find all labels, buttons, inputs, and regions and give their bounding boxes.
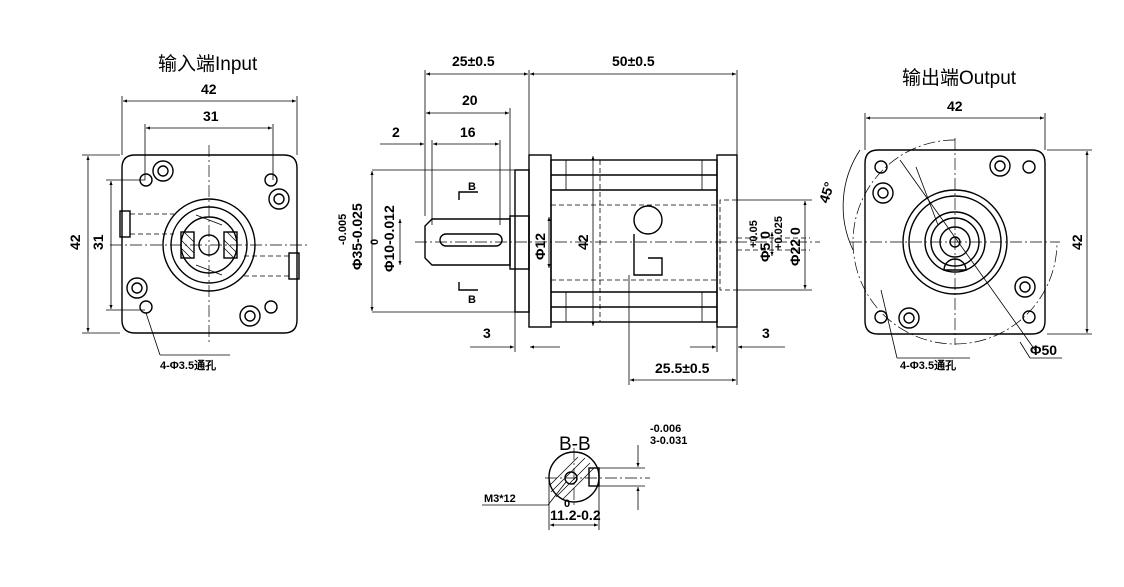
- input-end-view: 输入端Input 42 31 42 31: [67, 53, 310, 372]
- section-mark-top: B: [468, 181, 476, 193]
- section-height-label: 11.2-0.2: [550, 507, 601, 523]
- input-view-title: 输入端Input: [158, 53, 258, 75]
- body-length-label: 50±0.5: [612, 53, 655, 69]
- input-hole-spacing-v-label: 31: [90, 234, 106, 250]
- input-holes-label: 4-Φ3.5通孔: [160, 359, 216, 372]
- section-title: B-B: [559, 434, 591, 455]
- pilot-tol-label: -0.005: [337, 214, 349, 245]
- shaft-length-label: 25±0.5: [452, 53, 495, 69]
- section-mark-bottom: B: [468, 294, 476, 306]
- output-end-view: 输出端Output 42 42: [816, 67, 1092, 372]
- key-offset-label: 20: [462, 92, 478, 108]
- input-hole-spacing-h-label: 31: [203, 108, 219, 124]
- recess-tol-label: +0.025: [773, 216, 785, 250]
- shaft-tol-label: 0: [369, 239, 381, 245]
- input-height-label: 42: [67, 234, 83, 250]
- flange-left-label: 3: [483, 325, 491, 341]
- side-view: 25±0.5 50±0.5 20 16 2 -0.005 Φ35-0.025 0…: [337, 53, 820, 385]
- output-width-label: 42: [947, 98, 963, 114]
- tap-label: M3*12: [484, 493, 516, 505]
- output-holes-label: 4-Φ3.5通孔: [900, 359, 956, 372]
- key-length-label: 16: [460, 124, 476, 140]
- pcd-label: Φ50: [1030, 342, 1057, 358]
- body-height-label: 42: [575, 234, 591, 250]
- key-width-label: 3-0.031: [650, 435, 687, 447]
- bore-tol-label: +0.05: [748, 220, 760, 248]
- output-height-label: 42: [1069, 234, 1085, 250]
- shaft-dia-label: Φ10-0.012: [381, 205, 397, 272]
- pilot-dia-label: Φ35-0.025: [349, 203, 365, 270]
- height-tol-label: 0: [564, 498, 570, 510]
- output-view-title: 输出端Output: [902, 67, 1017, 89]
- angle-label: 45°: [816, 180, 838, 205]
- boss-dia-label: Φ12: [532, 233, 548, 260]
- key-tol-label: -0.006: [650, 423, 681, 435]
- bore-dia-label: Φ5 0: [757, 231, 773, 262]
- recess-depth-label: 25.5±0.5: [655, 360, 710, 376]
- flange-right-label: 3: [762, 325, 770, 341]
- input-width-label: 42: [201, 81, 217, 97]
- shoulder-label: 2: [392, 124, 400, 140]
- section-b-b: B-B -0.006 3-0.031 M3*12 0 11.2-0.2: [482, 423, 687, 530]
- recess-dia-label: Φ22 0: [787, 227, 803, 266]
